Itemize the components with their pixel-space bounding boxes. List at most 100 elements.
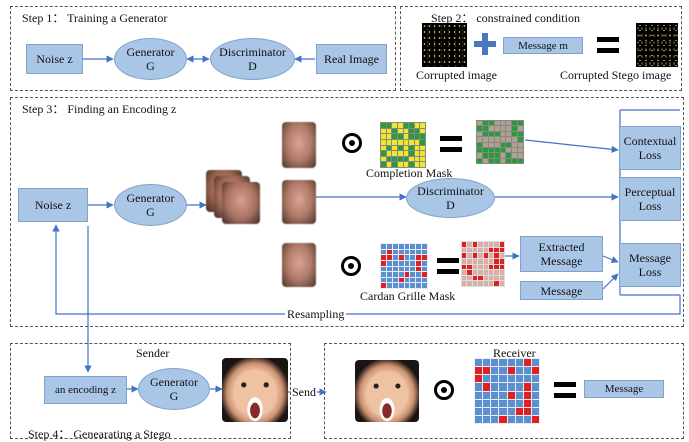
mask-cell — [483, 367, 491, 375]
mask-cell — [420, 156, 425, 162]
mask-cell — [386, 139, 392, 145]
mask-cell — [488, 158, 494, 163]
mask-cell — [523, 383, 531, 391]
mask-cell — [499, 391, 507, 399]
step4-title: Step 4： Genearating a Stego — [28, 427, 171, 441]
mask-cell — [422, 260, 427, 266]
arrow-message-to-loss — [602, 273, 619, 290]
mask-cell — [381, 139, 386, 145]
mask-cell — [512, 137, 518, 142]
step4-generator-symbol: G — [169, 389, 179, 403]
mask-cell — [506, 137, 512, 142]
mask-cell — [518, 153, 523, 158]
mask-cell — [515, 407, 523, 415]
mask-cell — [467, 275, 472, 281]
mask-cell — [420, 139, 425, 145]
step3-discriminator-oval: Discriminator D — [406, 178, 495, 218]
extracted-message-box: Extracted Message — [520, 236, 603, 272]
mask-cell — [494, 270, 499, 275]
step1-panel — [10, 6, 396, 91]
mask-cell — [494, 253, 499, 258]
mask-cell — [397, 139, 403, 145]
cardan-grille-mask-grid — [380, 243, 428, 289]
mask-cell — [499, 258, 504, 264]
mask-cell — [472, 264, 478, 270]
mask-cell — [422, 277, 427, 283]
mask-cell — [414, 156, 420, 162]
cardan-result-grid — [461, 241, 505, 287]
mask-cell — [488, 137, 494, 142]
mask-cell — [467, 270, 472, 275]
mask-cell — [462, 270, 467, 275]
mask-cell — [488, 131, 494, 137]
mask-cell — [523, 367, 531, 375]
mask-cell — [472, 242, 478, 247]
mask-cell — [381, 162, 386, 167]
mask-cell — [477, 137, 482, 142]
mask-cell — [506, 131, 512, 137]
mask-cell — [483, 253, 488, 258]
mask-cell — [475, 391, 483, 399]
mask-cell — [403, 139, 409, 145]
mask-cell — [507, 375, 515, 383]
mask-cell — [409, 145, 414, 151]
mask-cell — [531, 391, 539, 399]
mask-cell — [500, 142, 506, 147]
mask-cell — [409, 156, 414, 162]
arrow-extracted-to-loss — [602, 255, 619, 263]
mask-cell — [477, 121, 482, 126]
mask-cell — [531, 415, 539, 423]
mask-cell — [409, 151, 414, 156]
mask-cell — [483, 399, 491, 407]
mask-cell — [494, 147, 500, 153]
mask-cell — [483, 264, 488, 270]
mask-cell — [472, 275, 478, 281]
mask-cell — [462, 264, 467, 270]
equals-icon — [597, 37, 619, 53]
mask-cell — [506, 153, 512, 158]
mask-cell — [381, 255, 386, 260]
mask-cell — [477, 147, 482, 153]
mask-cell — [500, 126, 506, 131]
contextual-loss-line1: Contextual — [623, 134, 677, 148]
corrupted-stego-thumb — [636, 23, 678, 67]
step4-generator-oval: Generator G — [138, 368, 210, 410]
mask-cell — [404, 244, 410, 249]
mask-cell — [500, 121, 506, 126]
completion-mask-grid — [380, 122, 426, 168]
perceptual-loss-box: Perceptual Loss — [619, 177, 681, 221]
mask-cell — [403, 156, 409, 162]
mask-cell — [515, 375, 523, 383]
mask-cell — [499, 359, 507, 367]
mask-cell — [523, 391, 531, 399]
mask-cell — [386, 244, 392, 249]
mask-cell — [420, 145, 425, 151]
mask-cell — [392, 260, 398, 266]
mask-cell — [386, 134, 392, 139]
mask-cell — [422, 272, 427, 277]
mask-cell — [414, 123, 420, 128]
mask-cell — [500, 147, 506, 153]
mask-cell — [386, 151, 392, 156]
mask-cell — [475, 407, 483, 415]
mask-cell — [416, 272, 422, 277]
hadamard-product-icon-2 — [341, 256, 361, 276]
mask-cell — [478, 242, 483, 247]
mask-cell — [381, 134, 386, 139]
message-loss-line2: Loss — [638, 265, 662, 279]
plus-icon — [474, 33, 496, 55]
mask-cell — [518, 126, 523, 131]
mask-cell — [398, 272, 404, 277]
hadamard-product-icon-3 — [434, 380, 454, 400]
mask-cell — [488, 275, 494, 281]
arrow-mask-to-contextual — [524, 139, 619, 153]
mask-cell — [482, 131, 488, 137]
mask-cell — [462, 258, 467, 264]
mask-cell — [414, 145, 420, 151]
extracted-message-line1: Extracted — [538, 240, 585, 254]
mask-cell — [494, 275, 499, 281]
mask-cell — [523, 359, 531, 367]
mask-cell — [414, 139, 420, 145]
mask-cell — [398, 283, 404, 288]
encoding-box: an encoding z — [44, 376, 127, 404]
